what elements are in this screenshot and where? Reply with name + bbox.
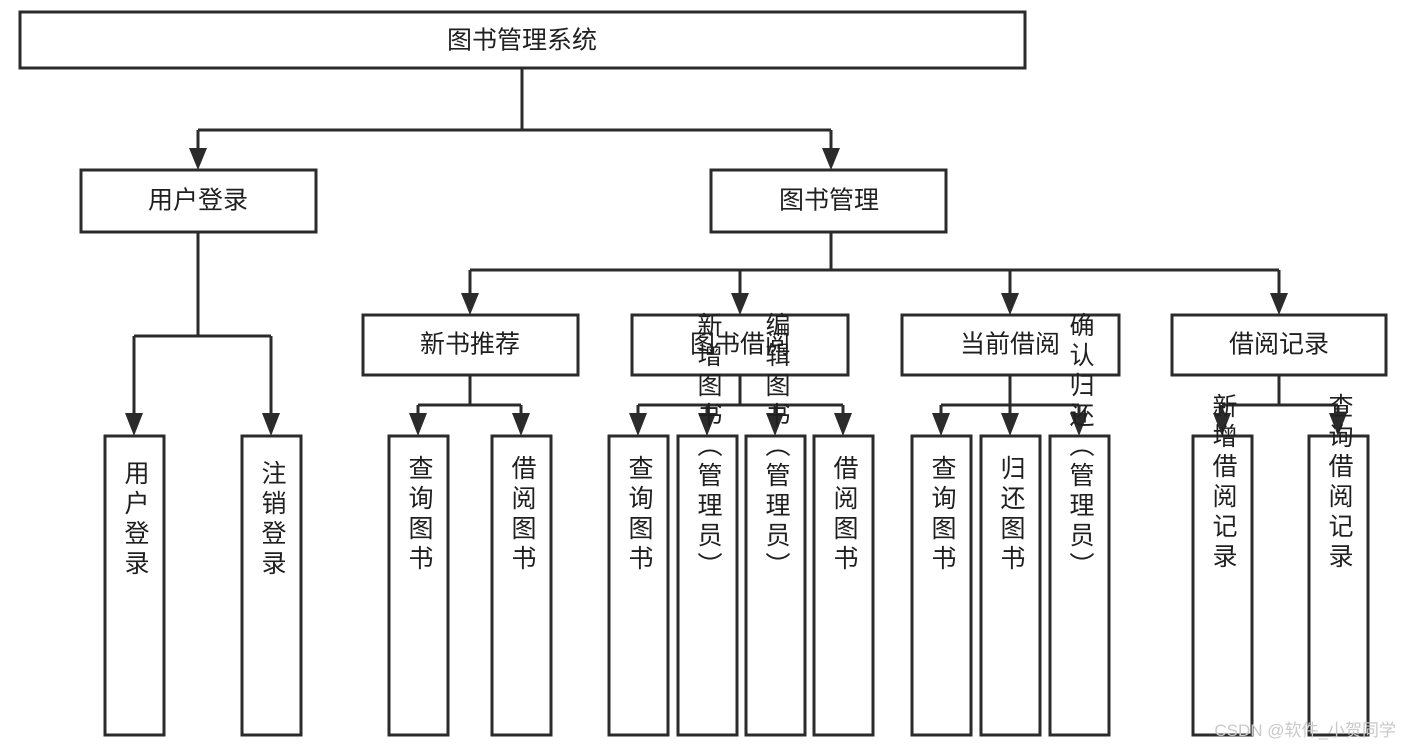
node-leaf-add-record-label: 新增借阅记录 [1209, 393, 1238, 573]
arrow-to-leaf-add-book-icon [698, 413, 716, 436]
node-book-management-label: 图书管理 [779, 187, 879, 215]
node-leaf-query-book-1-box[interactable] [387, 434, 450, 737]
node-book-borrow-box[interactable] [630, 313, 850, 377]
node-user-login[interactable]: 用户登录 [79, 168, 318, 234]
arrow-to-leaf-add-record-icon [1213, 413, 1231, 436]
node-leaf-query-record[interactable]: 查询借阅记录 [1307, 393, 1370, 737]
arrow-to-leaf-borrow-book-2-icon [834, 413, 852, 436]
node-leaf-confirm-return-label: 确认归还（管理员） [1066, 312, 1095, 582]
node-root-label: 图书管理系统 [447, 27, 597, 55]
node-leaf-return-book[interactable]: 归还图书 [979, 434, 1042, 737]
node-leaf-borrow-book-2[interactable]: 借阅图书 [812, 434, 875, 737]
node-new-book-recommend[interactable]: 新书推荐 [361, 313, 580, 377]
node-leaf-borrow-book-2-box[interactable] [812, 434, 875, 737]
node-book-management[interactable]: 图书管理 [709, 168, 948, 234]
node-leaf-borrow-book-1-box[interactable] [490, 434, 553, 737]
node-leaf-query-book-2-box[interactable] [607, 434, 670, 737]
arrow-to-book-borrow-icon [731, 293, 749, 315]
node-leaf-query-book-3[interactable]: 查询图书 [910, 434, 973, 737]
arrow-to-user-login-icon [189, 148, 207, 170]
node-user-login-label: 用户登录 [148, 187, 248, 215]
node-leaf-query-book-2[interactable]: 查询图书 [607, 434, 670, 737]
node-book-management-box[interactable] [709, 168, 948, 234]
node-leaf-add-book[interactable]: 新增图书（管理员） [676, 312, 739, 737]
arrow-to-leaf-query-book-3-icon [932, 413, 950, 436]
node-leaf-query-record-label: 查询借阅记录 [1325, 393, 1354, 573]
node-new-book-recommend-box[interactable] [361, 313, 580, 377]
node-leaf-edit-book[interactable]: 编辑图书（管理员） [744, 312, 807, 737]
node-leaf-edit-book-box[interactable] [744, 434, 807, 737]
arrow-to-leaf-return-book-icon [1001, 413, 1019, 436]
node-leaf-add-book-box[interactable] [676, 434, 739, 737]
node-leaf-query-book-3-box[interactable] [910, 434, 973, 737]
node-leaf-query-book-1[interactable]: 查询图书 [387, 434, 450, 737]
node-new-book-recommend-label: 新书推荐 [420, 331, 520, 359]
arrow-to-leaf-confirm-return-icon [1070, 413, 1088, 436]
arrow-to-leaf-query-record-icon [1329, 413, 1347, 436]
node-leaf-query-record-box[interactable] [1307, 434, 1370, 737]
node-leaf-query-book-3-label: 查询图书 [928, 455, 957, 575]
node-leaf-add-record[interactable]: 新增借阅记录 [1191, 393, 1254, 737]
node-leaf-add-book-label: 新增图书（管理员） [694, 312, 723, 582]
node-book-borrow[interactable]: 图书借阅 [630, 313, 850, 377]
node-leaf-logout-login-box[interactable] [240, 434, 303, 737]
node-leaf-logout-login[interactable]: 注销登录 [240, 434, 303, 737]
node-leaf-confirm-return-box[interactable] [1048, 434, 1111, 737]
node-leaf-return-book-label: 归还图书 [997, 455, 1026, 575]
arrow-to-book-management-icon [822, 148, 840, 170]
arrow-to-new-book-recommend-icon [461, 293, 479, 315]
node-leaf-borrow-book-2-label: 借阅图书 [830, 455, 859, 575]
connector-group-root [189, 68, 840, 170]
node-leaf-edit-book-label: 编辑图书（管理员） [762, 312, 791, 582]
arrow-to-leaf-query-book-1-icon [409, 413, 427, 436]
node-borrow-record-label: 借阅记录 [1229, 331, 1329, 359]
node-leaf-user-login[interactable]: 用户登录 [103, 434, 166, 737]
node-leaf-query-book-1-label: 查询图书 [405, 455, 434, 575]
node-current-borrow-label: 当前借阅 [960, 331, 1060, 359]
watermark: CSDN @软件_小贺同学 [1214, 721, 1396, 740]
node-leaf-borrow-book-1[interactable]: 借阅图书 [490, 434, 553, 737]
node-leaf-borrow-book-1-label: 借阅图书 [508, 455, 537, 575]
arrow-to-leaf-edit-book-icon [766, 413, 784, 436]
arrow-to-leaf-query-book-2-icon [629, 413, 647, 436]
node-current-borrow-box[interactable] [900, 313, 1121, 377]
node-leaf-add-record-box[interactable] [1191, 434, 1254, 737]
arrow-to-leaf-user-login-icon [125, 413, 143, 436]
node-user-login-box[interactable] [79, 168, 318, 234]
node-leaf-user-login-box[interactable] [103, 434, 166, 737]
node-leaf-user-login-label: 用户登录 [121, 460, 150, 580]
node-borrow-record[interactable]: 借阅记录 [1170, 313, 1388, 377]
node-book-borrow-label: 图书借阅 [690, 331, 790, 359]
arrow-to-current-borrow-icon [1001, 293, 1019, 315]
connector-group-current-borrow [932, 375, 1088, 436]
arrow-to-leaf-borrow-book-1-icon [512, 413, 530, 436]
node-root-box[interactable] [18, 10, 1027, 70]
node-leaf-confirm-return[interactable]: 确认归还（管理员） [1048, 312, 1111, 737]
connector-group-new-book-recommend [409, 375, 530, 436]
node-leaf-return-book-box[interactable] [979, 434, 1042, 737]
connector-group-borrow-record [1213, 375, 1347, 436]
arrow-to-leaf-logout-login-icon [262, 413, 280, 436]
arrow-to-borrow-record-icon [1270, 293, 1288, 315]
connector-group-book-management [461, 232, 1288, 315]
node-current-borrow[interactable]: 当前借阅 [900, 313, 1121, 377]
connector-group-user-login [125, 232, 280, 436]
connector-group-book-borrow [629, 375, 852, 436]
node-leaf-query-book-2-label: 查询图书 [625, 455, 654, 575]
node-borrow-record-box[interactable] [1170, 313, 1388, 377]
node-root[interactable]: 图书管理系统 [18, 10, 1027, 70]
node-leaf-logout-login-label: 注销登录 [258, 460, 287, 580]
